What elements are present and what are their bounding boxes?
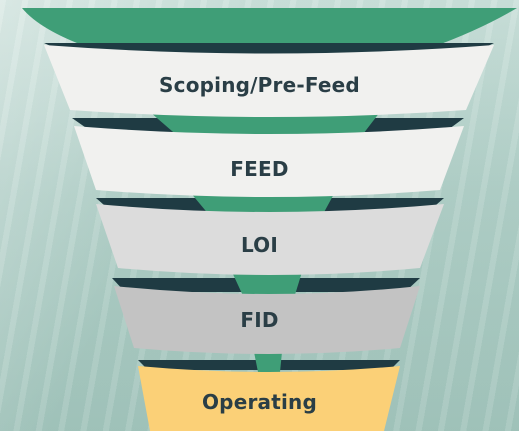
stage-label-loi: LOI (240, 233, 279, 257)
connector-green-1 (150, 112, 380, 138)
stage-band-scoping (44, 45, 494, 117)
stage-label-scoping: Scoping/Pre-Feed (159, 73, 360, 97)
funnel-top-green (22, 8, 517, 48)
stage-band-operating (138, 366, 400, 431)
stage-label-fid: FID (240, 308, 279, 332)
connector-green-4 (254, 352, 282, 372)
stage-band-feed (74, 126, 464, 197)
connector-green-3 (232, 272, 302, 298)
stage-label-operating: Operating (201, 390, 317, 414)
stage-label-feed: FEED (230, 157, 289, 181)
stage-band-fid (114, 286, 420, 354)
stage-band-loi (96, 204, 444, 275)
connector-green-2 (190, 192, 335, 216)
